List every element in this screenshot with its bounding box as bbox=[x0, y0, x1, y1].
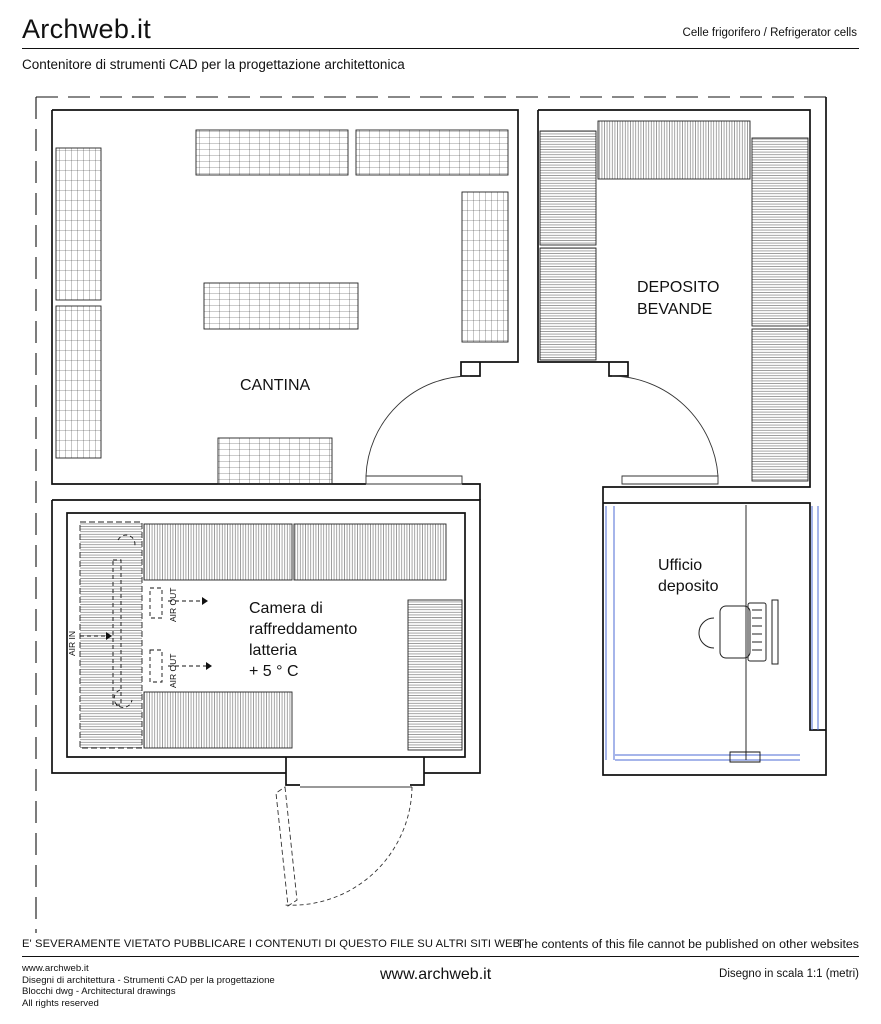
footer-divider bbox=[22, 956, 859, 957]
room-label-camera-3: latteria bbox=[249, 642, 297, 659]
copyright-warning-en: The contents of this file cannot be publ… bbox=[516, 937, 859, 951]
footer-credits: www.archweb.it Disegni di architettura -… bbox=[22, 963, 275, 1009]
room-label-cantina: CANTINA bbox=[240, 377, 311, 394]
room-label-ufficio-2: deposito bbox=[658, 578, 719, 595]
drawing-scale: Disegno in scala 1:1 (metri) bbox=[719, 968, 859, 980]
room-label-camera-4: + 5 ° C bbox=[249, 663, 299, 680]
shelving-deposito bbox=[539, 120, 809, 482]
header-divider bbox=[22, 48, 859, 49]
air-out-label-2: AIR OUT bbox=[168, 654, 178, 688]
air-in-label: AIR IN bbox=[67, 631, 77, 656]
room-label-deposito-1: DEPOSITO bbox=[637, 279, 719, 296]
refrigeration-piping bbox=[80, 534, 206, 708]
airflow-arrows bbox=[106, 597, 212, 670]
footer-credit-line: www.archweb.it bbox=[22, 963, 89, 974]
shelving-camera bbox=[79, 521, 463, 751]
footer-credit-line: Blocchi dwg - Architectural drawings bbox=[22, 986, 176, 997]
shelving-cantina bbox=[55, 129, 509, 485]
footer-site-link[interactable]: www.archweb.it bbox=[380, 966, 492, 983]
desk-chair-icon bbox=[698, 599, 779, 665]
brand-logo: Archweb.it bbox=[22, 14, 152, 44]
door-swings bbox=[275, 375, 719, 907]
room-label-deposito-2: BEVANDE bbox=[637, 301, 712, 318]
air-out-label-1: AIR OUT bbox=[168, 588, 178, 622]
room-label-camera-2: raffreddamento bbox=[249, 621, 357, 638]
room-label-camera-1: Camera di bbox=[249, 600, 323, 617]
header-subtitle: Contenitore di strumenti CAD per la prog… bbox=[22, 57, 405, 72]
room-label-ufficio-1: Ufficio bbox=[658, 557, 702, 574]
drawing-title: Celle frigorifero / Refrigerator cells bbox=[682, 27, 857, 39]
footer-credit-line: Disegni di architettura - Strumenti CAD … bbox=[22, 974, 275, 986]
footer-credit-line: All rights reserved bbox=[22, 997, 99, 1009]
outer-boundary-dashed bbox=[35, 96, 826, 933]
office-partitions bbox=[605, 506, 819, 761]
copyright-warning-it: E' SEVERAMENTE VIETATO PUBBLICARE I CONT… bbox=[22, 938, 521, 950]
